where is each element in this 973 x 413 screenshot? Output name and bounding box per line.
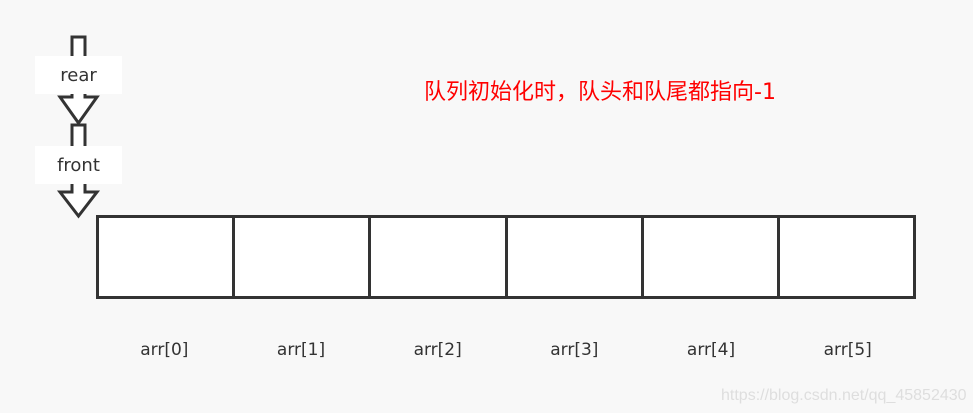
index-label-4: arr[4] — [686, 340, 736, 360]
front-pointer-label: front — [35, 146, 122, 184]
array-cell-4 — [643, 218, 780, 296]
index-label-5: arr[5] — [823, 340, 872, 360]
index-label-1: arr[1] — [276, 340, 326, 360]
rear-label-text: rear — [60, 64, 97, 86]
index-label-3: arr[3] — [550, 340, 599, 360]
array-cell-0 — [99, 218, 236, 296]
array-index-labels: arr[0] arr[1] arr[2] arr[3] arr[4] arr[5… — [96, 340, 916, 360]
annotation-note: 队列初始化时，队头和队尾都指向-1 — [424, 80, 776, 105]
array-cell-3 — [507, 218, 644, 296]
index-label-0: arr[0] — [140, 340, 189, 360]
watermark: https://blog.csdn.net/qq_45852430 — [721, 387, 967, 404]
array-cell-2 — [371, 218, 508, 296]
array-cell-1 — [235, 218, 372, 296]
index-label-2: arr[2] — [413, 340, 462, 360]
rear-pointer-label: rear — [35, 56, 122, 94]
array-cell-5 — [779, 218, 914, 296]
array-container — [96, 215, 916, 299]
front-label-text: front — [57, 154, 100, 176]
